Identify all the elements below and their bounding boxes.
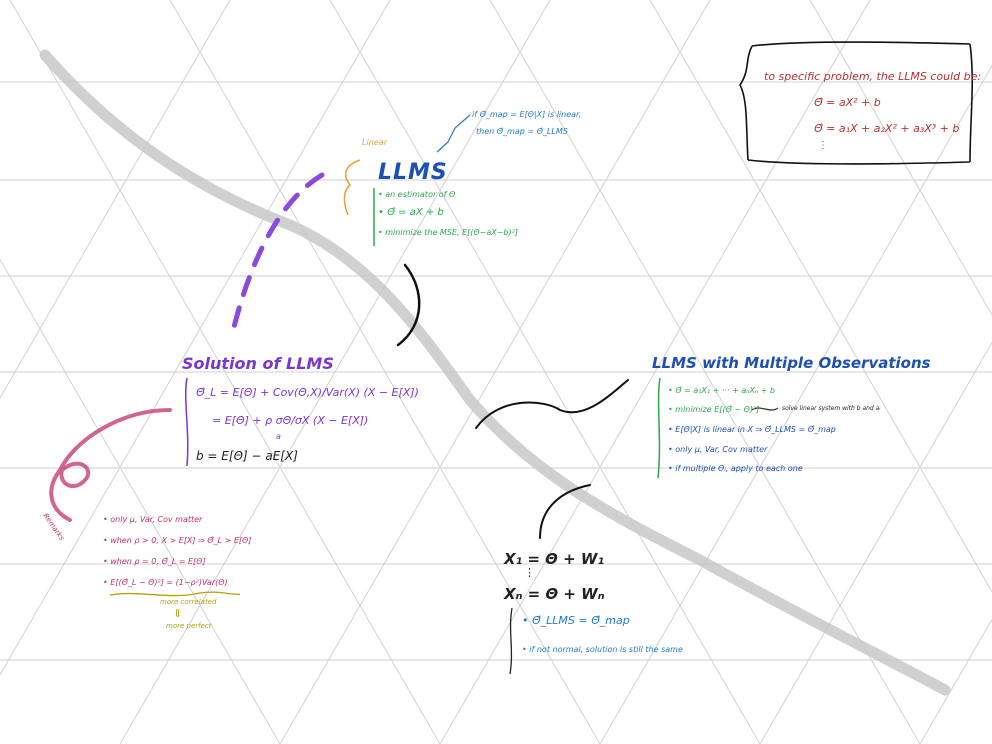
remark-note-1: more correlated	[160, 598, 217, 606]
multi-item: • Θ̂ = a₁X₁ + ··· + aₙXₙ + b	[668, 386, 775, 395]
multi-title: LLMS with Multiple Observations	[652, 354, 931, 372]
remark-item: • only μ, Var, Cov matter	[103, 515, 203, 524]
specific-line3: Θ̂ = a₁X + a₂X² + a₃X³ + b	[814, 122, 960, 135]
multi-item: • minimize E[(Θ̂ − Θ)²]	[668, 405, 760, 414]
llms-note-line1: if Θ̂_map = E[Θ|X] is linear,	[472, 110, 582, 119]
blue-zigzag	[436, 114, 471, 153]
specific-line4: ⋮	[818, 140, 828, 151]
remark-item: • when ρ = 0, Θ̂_L = E[Θ]	[103, 557, 206, 566]
black-connector-3	[539, 484, 591, 539]
llms-bullet-2: • Θ̂ = aX + b	[378, 207, 444, 218]
specific-line1: to specific problem, the LLMS could be:	[764, 70, 982, 83]
remark-down-arrow: ⇓	[173, 607, 183, 620]
llms-note-line2: then Θ̂_map = Θ̂_LLMS	[476, 127, 568, 136]
multi-item: • only μ, Var, Cov matter	[668, 445, 768, 454]
purple-brace	[185, 377, 189, 467]
obs-item2: • if not normal, solution is still the s…	[522, 645, 683, 654]
black-connector-1	[396, 263, 421, 347]
remark-item: • when ρ > 0, X > E[X] ⇒ Θ̂_L > E[Θ]	[103, 536, 252, 545]
side-note-wave	[751, 407, 779, 411]
olive-underline	[109, 591, 241, 597]
obs-dots: ⋮	[524, 566, 535, 579]
obs-eq2: Xₙ = Θ + Wₙ	[504, 585, 605, 603]
solution-title: Solution of LLMS	[182, 354, 334, 373]
solution-a-label: a	[276, 432, 281, 441]
road-stroke	[39, 49, 951, 696]
black-connector-2	[475, 379, 629, 429]
obs-eq1: X₁ = Θ + W₁	[504, 550, 605, 568]
multi-item: • if multiple Θᵢ, apply to each one	[668, 464, 803, 473]
llms-title: LLMS	[378, 160, 448, 185]
orange-brace	[343, 159, 361, 216]
solution-eq2: = E[Θ] + ρ σΘ/σX (X − E[X])	[212, 414, 369, 427]
multi-brace	[657, 377, 661, 479]
multi-side-note: solve linear system with b and aᵢ	[782, 405, 881, 412]
purple-dashed-connector	[229, 172, 325, 338]
obs-item1: • Θ̂_LLMS = Θ̂_map	[522, 614, 630, 627]
solution-eq3: b = E[Θ] − aE[X]	[196, 449, 298, 463]
linear-label: Linear	[362, 138, 387, 147]
obs-brace	[509, 607, 513, 675]
llms-bullet-3: • minimize the MSE, E[(Θ−aX−b)²]	[378, 228, 518, 237]
pink-arc-connector	[49, 408, 172, 522]
solution-eq1: Θ̂_L = E[Θ] + Cov(Θ,X)/Var(X) (X − E[X])	[196, 386, 419, 399]
specific-line2: Θ̂ = aX² + b	[814, 96, 881, 109]
remark-item: • E[(Θ̂_L − Θ)²] = (1−ρ²)Var(Θ)	[103, 578, 228, 587]
specific-box	[739, 41, 974, 165]
remark-note-2: more perfect	[166, 622, 212, 630]
multi-item: • E[Θ|X] is linear in X ⇒ Θ̂_LLMS = Θ̂_m…	[668, 425, 836, 434]
llms-bullet-1: • an estimator of Θ	[378, 190, 456, 199]
